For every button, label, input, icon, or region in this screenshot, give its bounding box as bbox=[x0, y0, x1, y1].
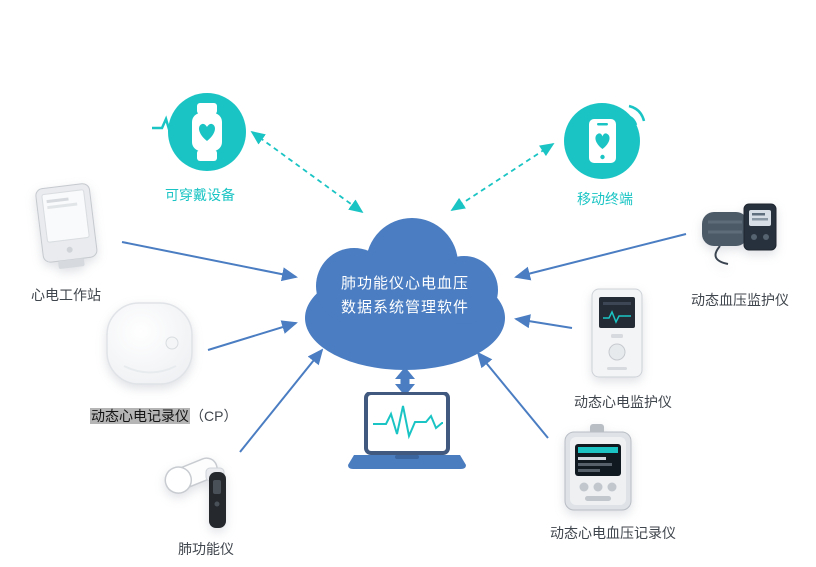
node-spirometer: 肺功能仪 bbox=[158, 444, 254, 558]
label-abp-monitor: 动态血压监护仪 bbox=[691, 292, 789, 308]
heart-icon bbox=[199, 123, 215, 141]
label-holter-recorder: 动态心电记录仪（CP） bbox=[90, 407, 237, 425]
label-holter-recorder-main: 动态心电记录仪 bbox=[90, 408, 190, 424]
holter-monitor-device-icon bbox=[591, 288, 643, 378]
label-spirometer: 肺功能仪 bbox=[178, 541, 234, 557]
arrow-abp-monitor-to-cloud bbox=[514, 233, 687, 281]
holter-recorder-device-icon bbox=[105, 302, 193, 385]
cloud-title-line2: 数据系统管理软件 bbox=[340, 299, 469, 316]
node-holter-monitor: 动态心电监护仪 bbox=[574, 286, 672, 411]
cloud-title-line1: 肺功能仪心电血压 bbox=[340, 275, 469, 292]
ecg-bp-recorder-device-icon bbox=[564, 424, 632, 511]
signal-wave-small-icon bbox=[626, 114, 638, 126]
cloud-software-node: 肺功能仪心电血压 数据系统管理软件 bbox=[292, 206, 518, 372]
cloud-title: 肺功能仪心电血压 数据系统管理软件 bbox=[292, 206, 518, 372]
blood-pressure-monitor-device-icon bbox=[702, 203, 777, 265]
label-wearable: 可穿戴设备 bbox=[165, 187, 235, 203]
laptop-node bbox=[348, 391, 466, 470]
label-mobile: 移动终端 bbox=[577, 191, 633, 207]
node-abp-monitor: 动态血压监护仪 bbox=[688, 196, 792, 309]
ecg-waveform-icon bbox=[373, 405, 443, 440]
cloud-shape-icon bbox=[305, 218, 505, 370]
smartphone-icon bbox=[564, 103, 646, 179]
signal-wave-icon bbox=[628, 104, 646, 122]
arrow-holter-recorder-to-cloud bbox=[207, 320, 298, 351]
laptop-ecg-icon bbox=[348, 391, 466, 469]
node-ecg-bp-recorder: 动态心电血压记录仪 bbox=[550, 424, 676, 542]
node-holter-recorder: 动态心电记录仪（CP） bbox=[90, 296, 237, 425]
node-ecg-workstation: 心电工作站 bbox=[12, 182, 120, 304]
label-ecg-bp-recorder: 动态心电血压记录仪 bbox=[550, 525, 676, 541]
ecg-workstation-device-icon bbox=[34, 183, 97, 269]
arrow-workstation-to-cloud bbox=[121, 241, 298, 282]
node-mobile: 移动终端 bbox=[543, 96, 667, 208]
ecg-waveform-icon bbox=[603, 310, 631, 324]
arrow-holter-monitor-to-cloud bbox=[514, 314, 573, 329]
label-ecg-workstation: 心电工作站 bbox=[31, 287, 101, 303]
label-holter-monitor: 动态心电监护仪 bbox=[574, 394, 672, 410]
arrow-mobile-cloud-bidirectional bbox=[450, 143, 555, 211]
smartwatch-icon bbox=[152, 93, 246, 171]
label-holter-recorder-suffix: （CP） bbox=[190, 408, 238, 424]
arrow-wearable-cloud-bidirectional bbox=[250, 130, 364, 214]
heart-icon bbox=[595, 133, 610, 149]
node-wearable: 可穿戴设备 bbox=[138, 86, 262, 204]
spirometer-device-icon bbox=[164, 457, 226, 528]
